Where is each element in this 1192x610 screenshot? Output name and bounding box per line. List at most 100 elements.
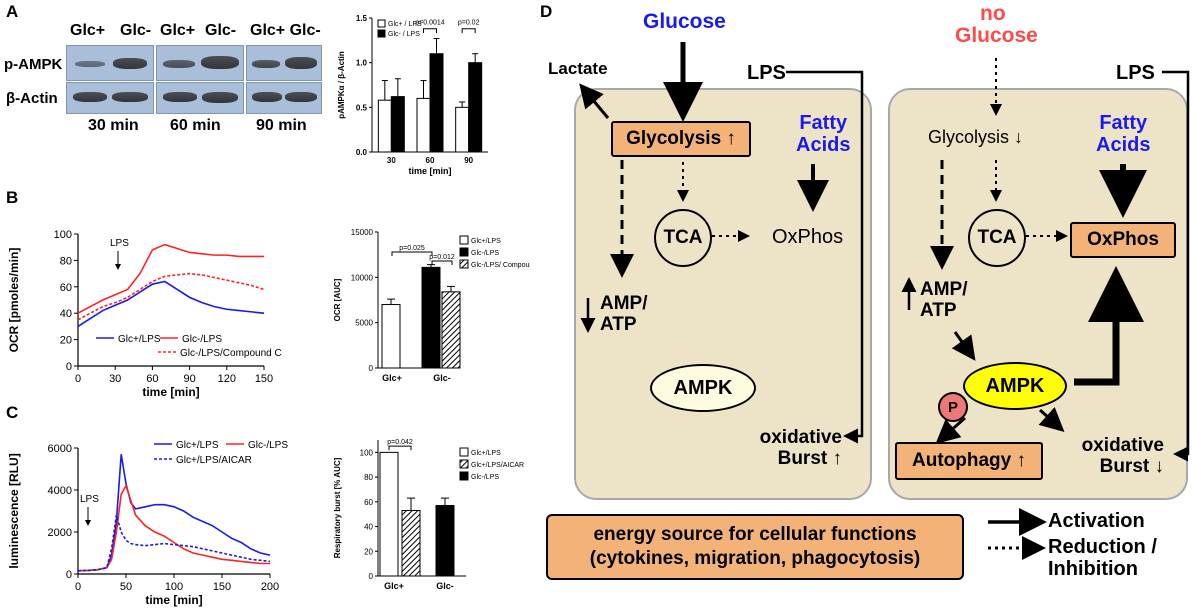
y-tick-label: 40 [60,308,72,320]
autophagy-box: Autophagy ↑ [895,442,1043,480]
y-tick-label: 0 [369,364,374,373]
glucose-label: Glucose [643,10,726,33]
lane-label: Glc+ [70,22,106,39]
y-tick-label: 15000 [351,228,374,237]
lps-label: LPS [747,62,786,84]
tca-circle: TCA [968,209,1026,267]
blot-image [156,82,244,114]
x-tick-label: 90 [464,156,473,165]
series-line [77,514,271,572]
x-tick-label: 120 [218,373,236,385]
y-tick-label: 5000 [355,319,373,328]
legend-activation: Activation [1048,510,1145,532]
p-value: p=0.042 [387,439,413,446]
blot-image [246,82,322,114]
legend-label: Glc-/LPS [248,440,288,451]
y-tick-label: 10000 [351,273,374,282]
bar [379,451,399,577]
x-tick-label: 90 [183,373,195,385]
ampk-inactive-node: AMPK [650,364,756,412]
blot-image [66,45,154,81]
x-axis-label: time [min] [408,166,451,176]
lane-label: Glc+ Glc- [250,22,321,39]
lactate-label: Lactate [548,59,608,78]
series-line [77,454,271,572]
y-tick-label: 2000 [48,527,72,539]
y-axis-label: OCR [pmoles/min] [7,248,21,353]
y-tick-label: 6000 [48,443,72,455]
x-tick-label: 200 [261,581,279,593]
lps-arrow-head [85,520,91,526]
y-axis-label: luminescence [RLU] [7,453,21,568]
legend-label: Glc+/LPS [176,440,219,451]
y-tick-label: 20 [60,335,72,347]
legend-label: Glc+ / LPS [388,21,422,28]
y-tick-label: 20 [364,547,373,556]
legend-label: Glc-/LPS [471,474,499,481]
blot-row-label: p-AMPK [4,56,63,73]
series-line [77,272,265,321]
x-tick-label: 150 [213,581,231,593]
y-tick-label: 100 [54,229,72,241]
y-tick-label: 100 [360,448,374,457]
amp-atp-label: AMP/ATP [920,279,968,321]
energy-source-box: energy source for cellular functions (cy… [546,514,964,580]
y-tick-label: 0.0 [356,148,368,157]
x-axis-label: time [min] [145,593,202,607]
legend-label: Glc-/LPS [471,250,499,257]
time-label: 60 min [170,117,221,134]
oxphos-label: OxPhos [772,226,844,248]
legend-swatch [459,259,469,269]
time-label: 30 min [88,117,139,134]
x-tick-label: 0 [75,581,81,593]
significance-bracket [431,260,453,266]
p-value: p=0.025 [399,245,425,252]
x-tick-label: 150 [255,373,273,385]
panel-label-d: D [540,2,553,21]
series-line [77,243,264,314]
panel-label-b: B [6,188,19,207]
phospho-badge: P [938,392,968,422]
ampk-active-node: AMPK [963,362,1067,410]
legend-label: Glc-/LPS [182,334,222,345]
panel-label-a: A [6,2,19,21]
legend-label: Glc+/LPS [471,450,501,457]
series-line [77,483,270,572]
lps-annotation: LPS [110,238,129,249]
legend-swatch [459,459,469,469]
glycolysis-up-box: Glycolysis ↑ [611,121,751,157]
y-tick-label: 80 [364,473,373,482]
lps-label: LPS [1116,62,1155,84]
lps-annotation: LPS [80,494,99,505]
significance-bracket [388,445,412,451]
amp-atp-label: AMP/ATP [600,293,648,335]
lane-label: Glc- [205,22,237,39]
x-tick-label: Glc+ [382,373,402,383]
y-axis-label: OCR [AUC] [333,278,342,321]
significance-bracket [391,251,433,256]
x-tick-label: 100 [165,581,183,593]
legend-swatch [377,19,386,28]
panel-label-c: C [6,403,19,422]
x-tick-label: Glc+ [384,581,404,591]
y-axis-label: pAMPKα / β-Actin [337,51,346,119]
y-tick-label: 0.5 [356,103,368,112]
blot-row-label: β-Actin [6,90,58,107]
y-tick-label: 1.0 [356,59,368,68]
lane-label: Glc+ [160,22,196,39]
significance-bracket [461,28,476,34]
x-axis-label: time [min] [142,385,199,399]
blot-image [66,82,154,114]
x-tick-label: Glc- [436,581,454,591]
legend-label: Glc+/LPS [118,334,161,345]
time-label: 90 min [256,117,307,134]
y-tick-label: 60 [364,498,373,507]
y-tick-label: 4000 [48,485,72,497]
